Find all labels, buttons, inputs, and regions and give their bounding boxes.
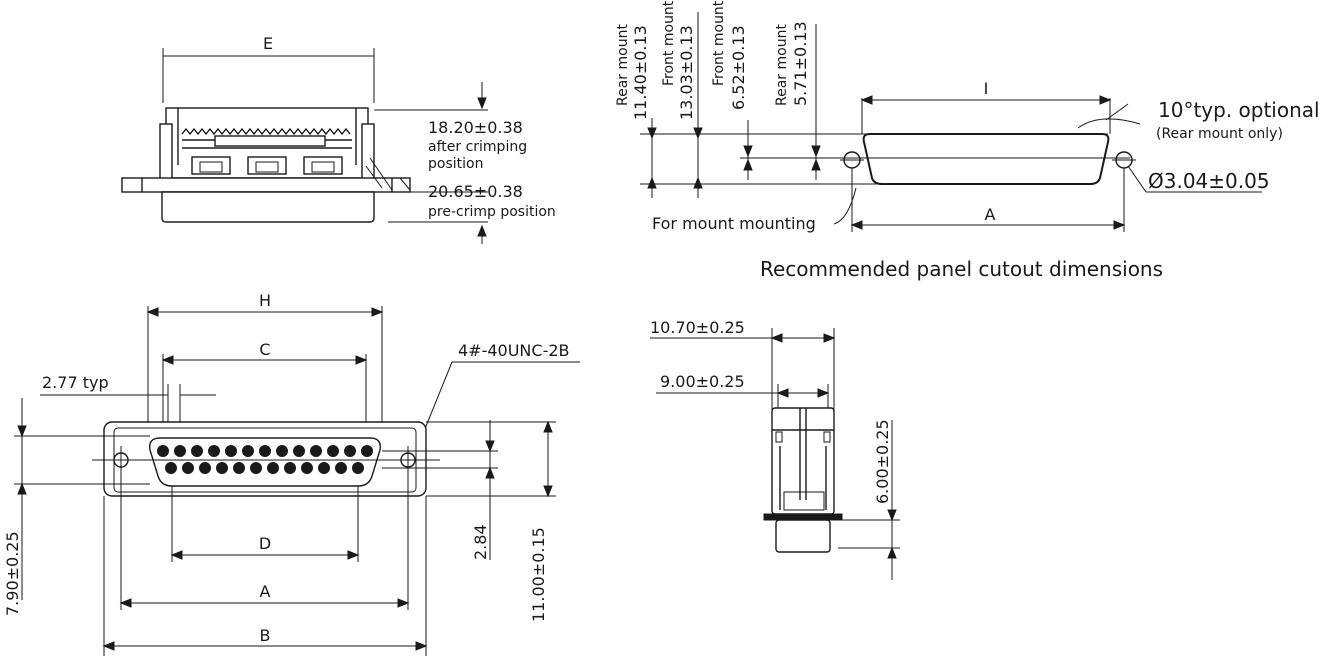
end-view: 10.70±0.25 9.00±0.25 6.00±0.25 <box>650 318 900 580</box>
front-mount-a-label: Front mount <box>661 0 677 86</box>
dim-d-label: D <box>259 534 271 553</box>
dim-e-label: E <box>263 34 273 53</box>
panel-cutout: Rear mount 11.40±0.13 Front mount 13.03±… <box>615 0 1320 281</box>
note-crimped-1: after crimping <box>428 139 527 155</box>
front-mount-b-value: 6.52±0.13 <box>729 25 748 110</box>
cutout-dim-a: A <box>985 205 996 224</box>
mount-note: For mount mounting <box>652 214 816 233</box>
cutout-title: Recommended panel cutout dimensions <box>760 257 1163 281</box>
dim-precrimp: 20.65±0.38 <box>428 182 523 201</box>
note-precrimp: pre-crimp position <box>428 204 556 220</box>
pitch-label: 2.77 typ <box>42 373 109 392</box>
dim-b-label: B <box>260 626 271 645</box>
end-height-label: 6.00±0.25 <box>873 419 892 504</box>
hole-dim: Ø3.04±0.05 <box>1148 169 1270 193</box>
width-inner-label: 9.00±0.25 <box>660 372 745 391</box>
height-right-label: 11.00±0.15 <box>529 527 548 622</box>
front-mount-b-label: Front mount <box>711 0 727 86</box>
front-mount-a-value: 13.03±0.13 <box>677 25 696 120</box>
end-flange <box>763 513 843 521</box>
cutout-shape <box>862 133 1110 185</box>
height-left-label: 7.90±0.25 <box>3 531 22 616</box>
front-view: H C 4#-40UNC-2B 2.77 typ <box>3 291 580 656</box>
rear-mount-a-value: 11.40±0.13 <box>631 25 650 120</box>
width-outer-label: 10.70±0.25 <box>650 318 745 337</box>
dim-c-label: C <box>259 340 270 359</box>
rear-mount-b-value: 5.71±0.13 <box>791 21 810 106</box>
pin-row-bottom <box>165 462 364 474</box>
rear-mount-b-label: Rear mount <box>774 24 790 106</box>
dim-a-label: A <box>260 582 271 601</box>
side-shell <box>161 191 375 223</box>
pin-row-top <box>157 445 373 457</box>
end-shell <box>775 519 831 553</box>
angle-subnote: (Rear mount only) <box>1156 126 1283 142</box>
dim-crimped: 18.20±0.38 <box>428 118 523 137</box>
rear-mount-a-label: Rear mount <box>615 24 631 106</box>
side-flange <box>121 177 411 193</box>
thread-note: 4#-40UNC-2B <box>458 341 570 360</box>
row-spacing-label: 2.84 <box>471 524 490 560</box>
dim-h-label: H <box>259 291 271 310</box>
end-body <box>771 407 835 515</box>
angle-note: 10°typ. optional <box>1158 98 1320 122</box>
side-view: E 18.20±0.38 af <box>121 34 556 244</box>
dim-i-label: I <box>984 79 989 98</box>
note-crimped-2: position <box>428 156 483 172</box>
